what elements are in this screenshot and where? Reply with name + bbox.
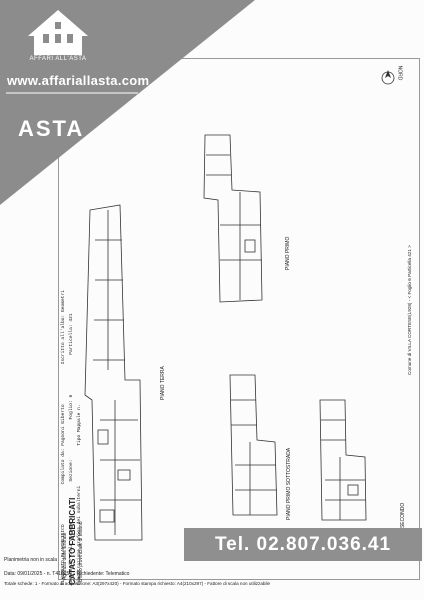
- footer-line-3: Totale schede: 1 - Formato di acquisizio…: [4, 581, 271, 586]
- phone-banner[interactable]: Tel. 02.807.036.41: [184, 528, 422, 561]
- header-cell: Iscritto all'albo: Geometri: [61, 289, 66, 365]
- drawing-frame: [58, 58, 420, 580]
- footer-line-1: Planimetria non in scala: [4, 557, 58, 563]
- asta-badge: ASTA: [18, 116, 85, 141]
- header-cell: Tipo Mappale n.: [77, 404, 82, 446]
- banner-shape: [0, 0, 255, 205]
- underground-floor-plan: [225, 370, 285, 520]
- footer-line-2: Data: 09/01/2025 - n. T418257 - Richiede…: [4, 571, 130, 577]
- floor-label-first: PIANO PRIMO: [285, 236, 291, 270]
- floor-label-underground: PIANO PRIMO SOTTOSTRADA: [286, 447, 292, 520]
- ground-floor-plan: [80, 200, 180, 550]
- north-arrow-icon: [374, 64, 402, 94]
- header-cell: Foglio: 6: [69, 394, 74, 420]
- house-logo-icon: [28, 10, 88, 55]
- first-floor-plan: [200, 130, 280, 310]
- logo-caption: AFFARI ALL'ASTA: [29, 56, 87, 62]
- website-link[interactable]: www.affariallasta.com: [7, 73, 150, 88]
- floor-label-ground: PIANO TERRA: [160, 366, 166, 400]
- north-label: NORD: [396, 65, 403, 81]
- header-cell: Sezione:: [69, 459, 74, 482]
- side-note: Comune di VILLA CORTESE(L928) - < Foglio…: [407, 245, 412, 375]
- header-cell: Particella: 421: [69, 313, 74, 355]
- header-cell: Compilato da: Pagnoni Giberto: [61, 404, 66, 485]
- second-floor-plan: [310, 395, 370, 525]
- brand-banner: AFFARI ALL'ASTA www.affariallasta.com AS…: [0, 0, 260, 205]
